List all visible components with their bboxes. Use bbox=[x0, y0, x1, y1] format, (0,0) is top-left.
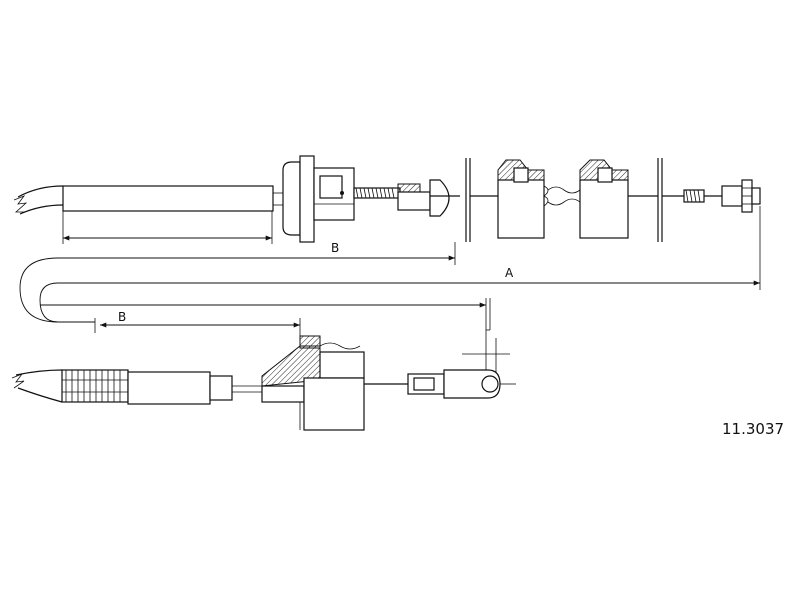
upper-sheath-tube bbox=[62, 185, 274, 212]
upper-adjuster-block-1 bbox=[497, 159, 549, 239]
upper-end-fitting bbox=[683, 179, 761, 213]
upper-cable-cut-end bbox=[13, 185, 64, 215]
overall-a-dimension bbox=[19, 257, 95, 323]
part-number-label: 11.3037 bbox=[722, 420, 785, 438]
dimension-lines: B A B bbox=[19, 206, 761, 376]
upper-b-label: B bbox=[331, 241, 339, 255]
lower-ferrule bbox=[61, 369, 129, 403]
lower-sheath-tube bbox=[127, 371, 211, 405]
lower-cable-cut-end bbox=[11, 369, 63, 403]
lower-mount-boss bbox=[261, 335, 365, 431]
upper-threaded-segment bbox=[353, 187, 401, 199]
upper-adjuster-block-2 bbox=[579, 159, 629, 239]
lower-clevis-end bbox=[407, 369, 516, 399]
overall-a-label: A bbox=[505, 266, 514, 280]
upper-dome bbox=[429, 179, 450, 217]
lower-b-label: B bbox=[118, 310, 126, 324]
lower-cable-assembly bbox=[11, 335, 516, 431]
upper-flange bbox=[282, 161, 301, 236]
upper-cable-assembly bbox=[13, 155, 761, 243]
